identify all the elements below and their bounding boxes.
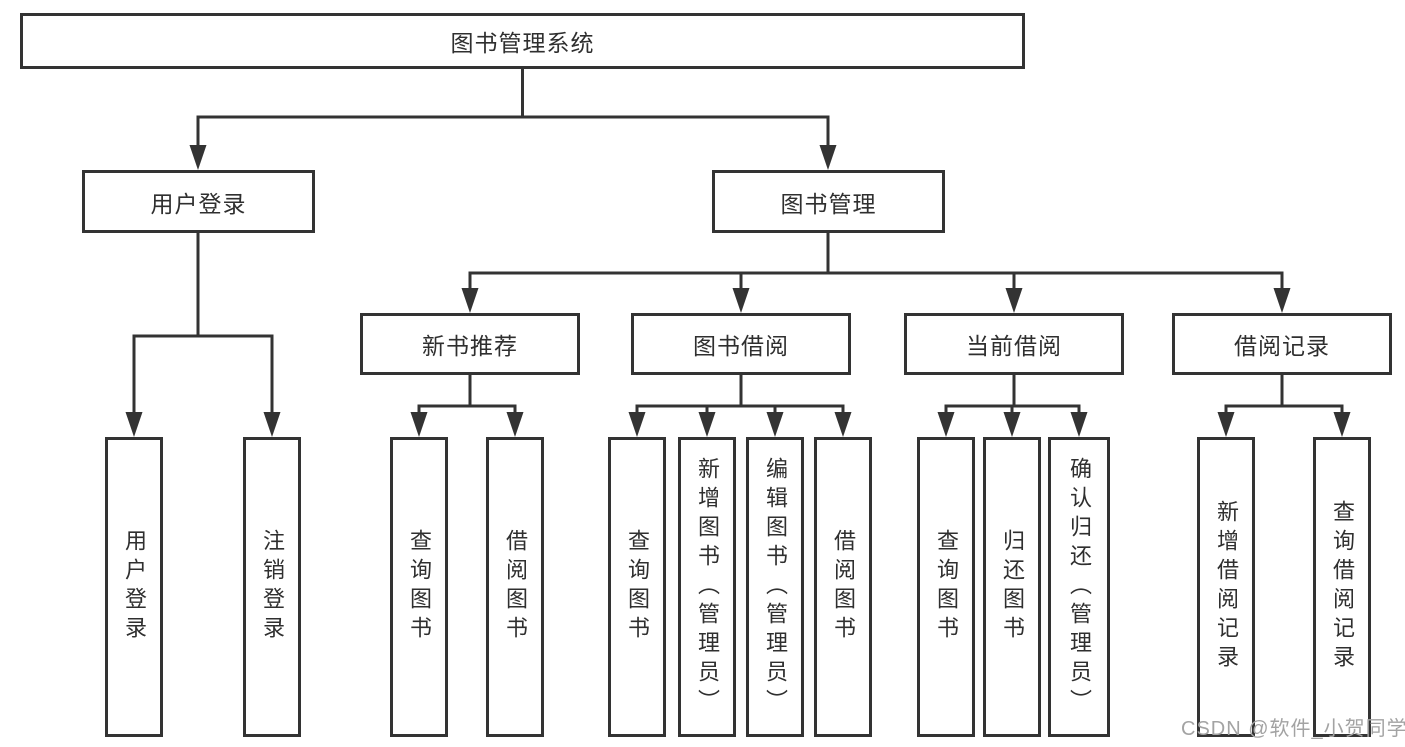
edges-current-borrow xyxy=(937,375,1088,437)
node-return-books: 归还图书 xyxy=(983,437,1041,737)
edges-new-book-rec xyxy=(410,375,524,437)
node-query-borrow-record: 查询借阅记录 xyxy=(1313,437,1371,737)
node-borrow-books-rec: 借阅图书 xyxy=(486,437,544,737)
watermark: CSDN @软件_小贺同学 xyxy=(1181,718,1405,740)
node-root: 图书管理系统 xyxy=(20,13,1025,69)
node-borrow-books: 借阅图书 xyxy=(814,437,872,737)
node-borrow-records: 借阅记录 xyxy=(1172,313,1392,375)
node-user-login: 用户登录 xyxy=(82,170,315,233)
node-query-books-borrow: 查询图书 xyxy=(608,437,666,737)
node-book-mgmt: 图书管理 xyxy=(712,170,945,233)
node-book-borrow: 图书借阅 xyxy=(631,313,851,375)
node-add-borrow-record: 新增借阅记录 xyxy=(1197,437,1255,737)
edges-root xyxy=(189,68,837,170)
node-query-books-rec: 查询图书 xyxy=(390,437,448,737)
edges-book-mgmt xyxy=(461,233,1291,313)
node-new-book-rec: 新书推荐 xyxy=(360,313,580,375)
node-add-books-admin: 新增图书（管理员） xyxy=(678,437,736,737)
node-logout: 注销登录 xyxy=(243,437,301,737)
node-query-books-current: 查询图书 xyxy=(917,437,975,737)
edges-borrow-records xyxy=(1217,375,1351,437)
node-current-borrow: 当前借阅 xyxy=(904,313,1124,375)
edges-book-borrow xyxy=(628,375,852,437)
node-confirm-return-admin: 确认归还（管理员） xyxy=(1048,437,1110,737)
node-edit-books-admin: 编辑图书（管理员） xyxy=(746,437,804,737)
node-login: 用户登录 xyxy=(105,437,163,737)
edges-user-login xyxy=(125,233,281,437)
